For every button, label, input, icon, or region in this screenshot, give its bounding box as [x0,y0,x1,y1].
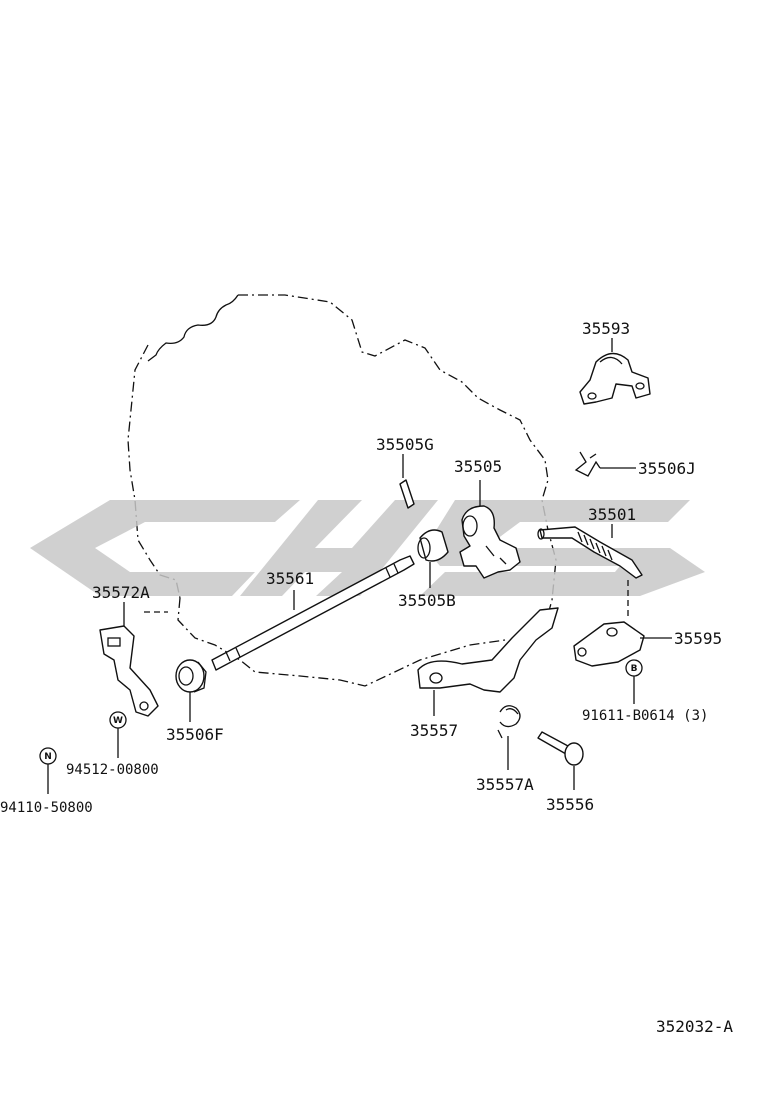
part-35572A-bracket[interactable] [99,625,159,717]
transmission-case-wavy-top [147,294,239,362]
label-94512-00800[interactable]: 94512-00800 [66,762,159,778]
part-35561-shaft[interactable] [211,555,415,671]
label-35595[interactable]: 35595 [674,629,722,648]
part-35501-cable[interactable] [537,526,643,579]
part-35557-lever-arm[interactable] [417,607,559,693]
label-35593[interactable]: 35593 [582,319,630,338]
part-35595-bracket[interactable] [573,621,645,667]
label-35505B[interactable]: 35505B [398,591,456,610]
badge-b-icon: B [625,659,643,677]
part-35505G-pin[interactable] [399,479,415,509]
label-91611-B0614[interactable]: 91611-B0614 (3) [582,708,708,724]
part-35506F-seal[interactable] [175,659,207,693]
diagram-code: 352032-A [656,1017,733,1036]
badge-n-icon: N [39,747,57,765]
label-35506J[interactable]: 35506J [638,459,696,478]
label-35556[interactable]: 35556 [546,795,594,814]
part-35505B-bushing[interactable] [417,529,449,562]
label-35557A[interactable]: 35557A [476,775,534,794]
part-35505-lever[interactable] [459,505,521,579]
transmission-case-left-edge [127,344,181,599]
label-35506F[interactable]: 35506F [166,725,224,744]
label-35572A[interactable]: 35572A [92,583,150,602]
part-35593-bracket[interactable] [579,352,651,405]
part-35557A-spring[interactable] [497,705,521,739]
part-35506J-clip[interactable] [574,451,601,477]
label-35505[interactable]: 35505 [454,457,502,476]
label-35505G[interactable]: 35505G [376,435,434,454]
part-35556-pin[interactable] [537,731,584,766]
svg-text:B: B [631,664,638,674]
label-35561[interactable]: 35561 [266,569,314,588]
svg-text:W: W [113,716,123,726]
label-35557[interactable]: 35557 [410,721,458,740]
badge-w-icon: W [109,711,127,729]
svg-text:N: N [44,752,52,762]
label-35501[interactable]: 35501 [588,505,636,524]
label-94110-50800[interactable]: 94110-50800 [0,800,93,816]
transmission-case-bottom [177,597,506,687]
